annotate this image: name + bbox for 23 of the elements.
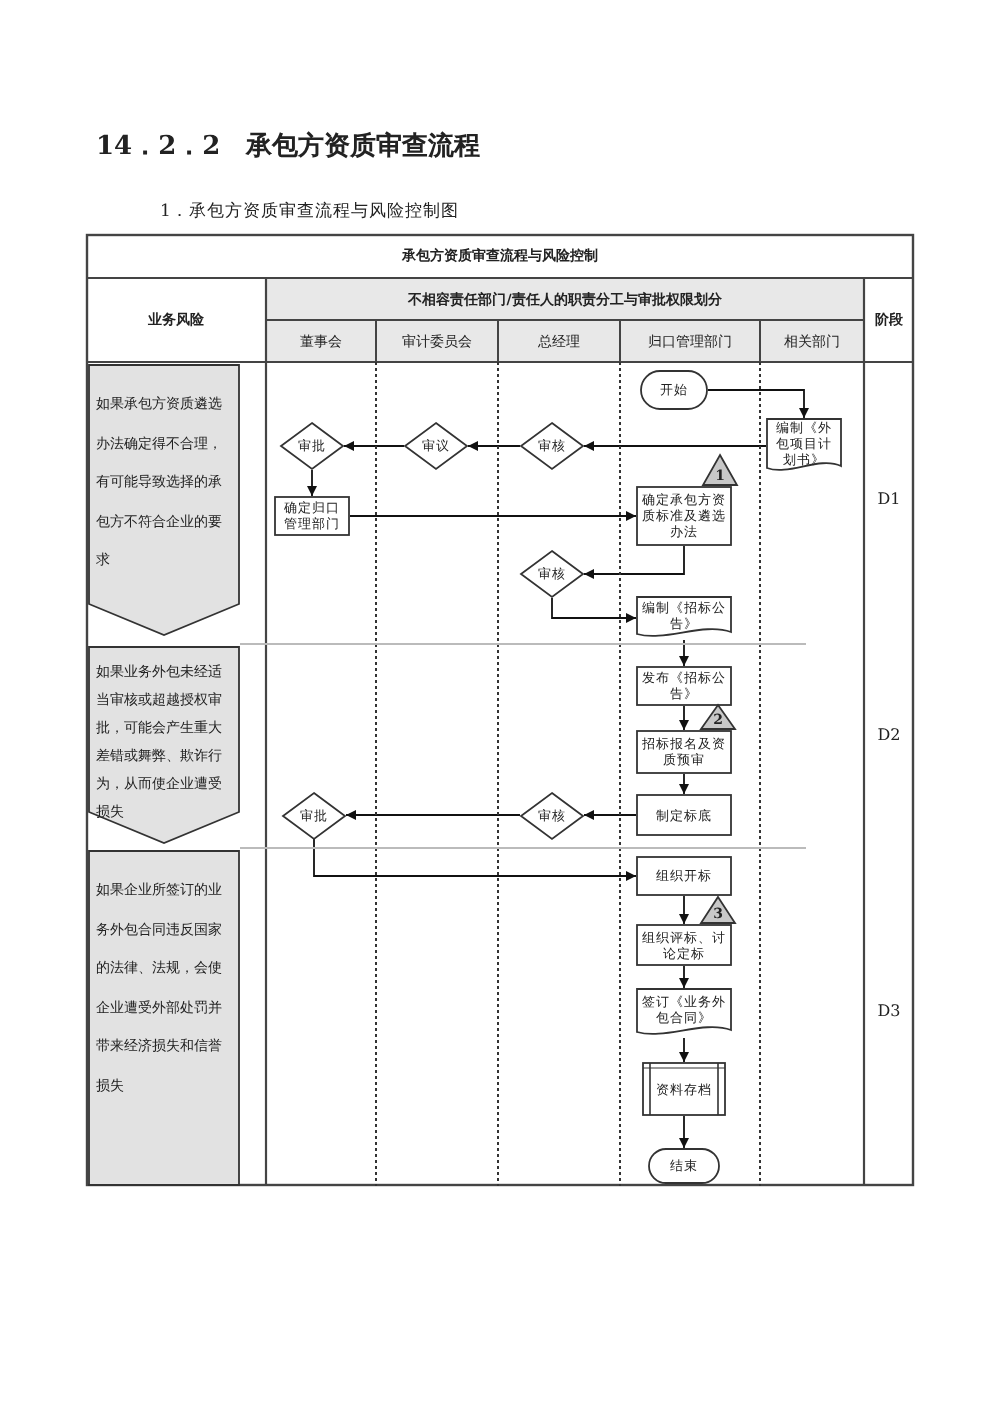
- arrow: [551, 597, 637, 623]
- arrow: [679, 1037, 689, 1063]
- arrow: [349, 511, 637, 521]
- arrow: [679, 639, 689, 667]
- arrow: [467, 441, 521, 451]
- arrow: [679, 773, 689, 795]
- stage-label: D1: [877, 489, 901, 507]
- arrow: [345, 810, 521, 820]
- arrow: [679, 965, 689, 989]
- caption: 1．承包方资质审查流程与风险控制图: [160, 200, 459, 224]
- arrow: [679, 705, 689, 731]
- heading: 14．2．2 承包方资质审查流程: [96, 129, 481, 164]
- arrow: [679, 895, 689, 925]
- stage-label: D2: [877, 725, 901, 743]
- arrow: [313, 838, 637, 881]
- stage-label: D3: [877, 1001, 901, 1019]
- arrow: [679, 1115, 689, 1149]
- arrow: [343, 441, 405, 451]
- arrow: [583, 810, 637, 820]
- arrow: [307, 469, 317, 497]
- arrow: [707, 389, 809, 419]
- arrow: [583, 545, 685, 579]
- arrow: [583, 441, 767, 451]
